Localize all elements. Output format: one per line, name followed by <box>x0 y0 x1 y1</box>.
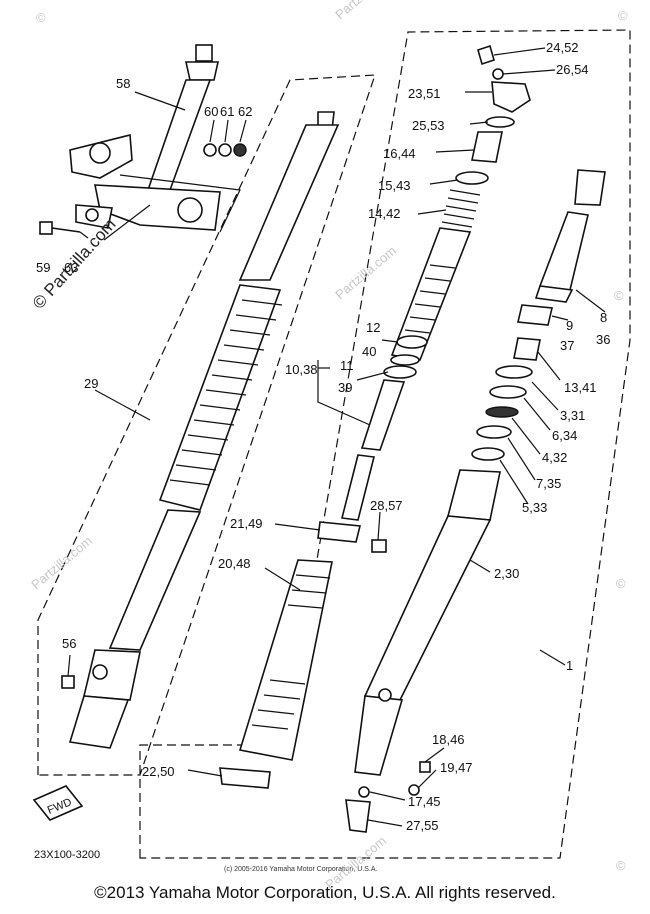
callout-3-31: 3,31 <box>560 408 585 423</box>
fork-boot-left <box>158 284 283 511</box>
callout-20-48: 20,48 <box>218 556 251 571</box>
callout-26-54: 26,54 <box>556 62 589 77</box>
callout-17-45: 17,45 <box>408 794 441 809</box>
watermark-symbol: © <box>614 288 624 303</box>
steering-stem-assembly <box>39 44 247 235</box>
callout-24-52: 24,52 <box>546 40 579 55</box>
callout-16-44: 16,44 <box>383 146 416 161</box>
callout-59: 59 <box>36 260 50 275</box>
callout-14-42: 14,42 <box>368 206 401 221</box>
callout-5-33: 5,33 <box>522 500 547 515</box>
group-boundary-left-fork <box>37 74 376 776</box>
callout-8: 8 <box>600 310 607 325</box>
fwd-direction-badge: FWD <box>32 785 84 821</box>
callout-27-55: 27,55 <box>406 818 439 833</box>
callout-21-49: 21,49 <box>230 516 263 531</box>
callout-56: 56 <box>62 636 76 651</box>
callout-36: 36 <box>596 332 610 347</box>
callout-60: 60 <box>204 104 218 119</box>
callout-labels: 58 60 61 62 59 63 29 56 24,52 26,54 23,5… <box>36 40 610 833</box>
watermark-symbol: © <box>616 576 626 591</box>
callout-18-46: 18,46 <box>432 732 465 747</box>
watermark-symbol: © <box>618 8 628 23</box>
callout-23-51: 23,51 <box>408 86 441 101</box>
callout-12: 12 <box>366 320 380 335</box>
callout-6-34: 6,34 <box>552 428 577 443</box>
callout-63: 63 <box>64 260 78 275</box>
center-internal-parts <box>219 44 531 789</box>
callout-15-43: 15,43 <box>378 178 411 193</box>
group-boundary-right-assembly <box>139 29 631 859</box>
callout-19-47: 19,47 <box>440 760 473 775</box>
callout-4-32: 4,32 <box>542 450 567 465</box>
callout-62: 62 <box>238 104 252 119</box>
watermark-text: Partzilla.com <box>332 243 399 302</box>
callout-39: 39 <box>338 380 352 395</box>
watermark-symbol: © <box>616 858 626 873</box>
callout-29: 29 <box>84 376 98 391</box>
watermark-text: Partzilla.com <box>28 533 95 592</box>
callout-7-35: 7,35 <box>536 476 561 491</box>
fork-boot-center <box>238 559 333 761</box>
callout-13-41: 13,41 <box>564 380 597 395</box>
diagram-code: 23X100-3200 <box>34 849 100 861</box>
callout-10-38: 10,38 <box>285 362 318 377</box>
callout-28-57: 28,57 <box>370 498 403 513</box>
fork-spring <box>390 189 481 361</box>
left-fork-assembly <box>61 111 340 749</box>
callout-9: 9 <box>566 318 573 333</box>
callout-25-53: 25,53 <box>412 118 445 133</box>
callout-2-30: 2,30 <box>494 566 519 581</box>
leader-lines <box>67 47 606 827</box>
footer-copyright: ©2013 Yamaha Motor Corporation, U.S.A. A… <box>94 883 556 902</box>
callout-1: 1 <box>566 658 573 673</box>
right-fork-assembly <box>345 169 606 833</box>
callout-58: 58 <box>116 76 130 91</box>
callout-22-50: 22,50 <box>142 764 175 779</box>
callout-37: 37 <box>560 338 574 353</box>
watermark-text: Partzilla.com <box>332 0 399 22</box>
watermark-symbol: © <box>36 10 46 25</box>
callout-40: 40 <box>362 344 376 359</box>
callout-11: 11 <box>340 358 354 373</box>
callout-61: 61 <box>220 104 234 119</box>
inner-copyright: (c) 2005-2016 Yamaha Motor Corporation, … <box>224 866 377 873</box>
